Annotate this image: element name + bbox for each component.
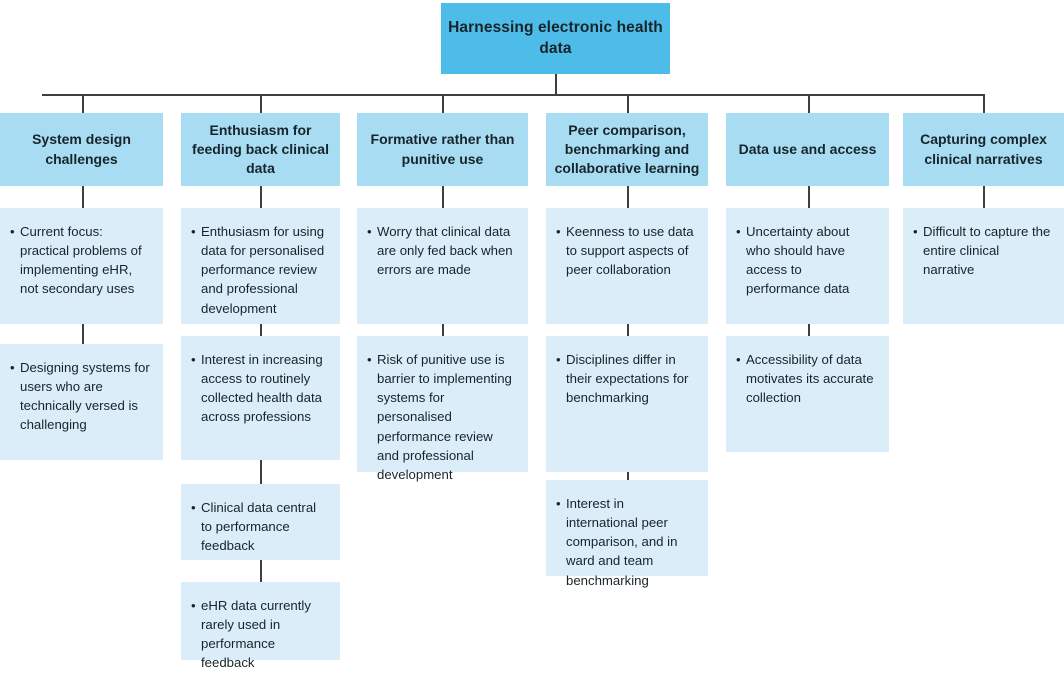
bullet-point-icon: • [10, 360, 15, 375]
connector-column-2-segment-2 [260, 324, 262, 336]
bullet-point-icon: • [736, 352, 741, 367]
bullet-text: Accessibility of data motivates its accu… [746, 352, 874, 406]
item-box: • Accessibility of data motivates its acc… [726, 336, 889, 452]
bullet-row: • Difficult to capture the entire clinica… [913, 222, 1052, 279]
bullet-point-icon: • [913, 224, 918, 239]
bullet-text: Designing systems for users who are tech… [20, 360, 150, 433]
item-box: • Worry that clinical data are only fed b… [357, 208, 528, 324]
connector-column-2-segment-3 [260, 460, 262, 484]
bullet-point-icon: • [10, 224, 15, 239]
connector-column-4-segment-3 [627, 472, 629, 480]
category-header-label: Capturing complex clinical narratives [920, 131, 1047, 167]
bullet-point-icon: • [736, 224, 741, 239]
connector-column-2-segment-1 [260, 186, 262, 208]
item-box: • Risk of punitive use is barrier to impl… [357, 336, 528, 482]
bullet-text: Keenness to use data to support aspects … [566, 224, 694, 278]
connector-rail-to-category-6 [983, 94, 985, 113]
connector-column-1-segment-1 [82, 186, 84, 208]
bullet-point-icon: • [556, 496, 561, 511]
bullet-row: • Keenness to use data to support aspects… [556, 222, 696, 279]
bullet-text: Risk of punitive use is barrier to imple… [377, 352, 512, 482]
item-box: • Difficult to capture the entire clinica… [903, 208, 1064, 324]
connector-column-2-segment-4 [260, 560, 262, 582]
bullet-row: • Worry that clinical data are only fed b… [367, 222, 516, 279]
root-node-label: Harnessing electronic health data [448, 19, 663, 57]
category-header-5: Data use and access [726, 113, 889, 186]
bullet-point-icon: • [191, 352, 196, 367]
category-header-label: Enthusiasm for feeding back clinical dat… [192, 121, 329, 177]
connector-rail-to-category-5 [808, 94, 810, 113]
bullet-point-icon: • [556, 352, 561, 367]
bullet-text: Interest in increasing access to routine… [201, 352, 323, 425]
category-header-3: Formative rather than punitive use [357, 113, 528, 186]
bullet-text: Enthusiasm for using data for personalis… [201, 224, 325, 316]
item-box: • Designing systems for users who are tec… [0, 344, 163, 460]
item-box: • Uncertainty about who should have acces… [726, 208, 889, 324]
connector-column-3-segment-1 [442, 186, 444, 208]
item-box: • Interest in increasing access to routin… [181, 336, 340, 460]
item-box: • eHR data currently rarely used in perfo… [181, 582, 340, 670]
bullet-text: Worry that clinical data are only fed ba… [377, 224, 513, 278]
item-box: • Disciplines differ in their expectation… [546, 336, 708, 472]
item-box: • Current focus: practical problems of im… [0, 208, 163, 324]
bullet-text: Difficult to capture the entire clinical… [923, 224, 1051, 278]
bullet-point-icon: • [556, 224, 561, 239]
bullet-point-icon: • [367, 224, 372, 239]
bullet-point-icon: • [191, 598, 196, 613]
category-header-1: System design challenges [0, 113, 163, 186]
category-header-2: Enthusiasm for feeding back clinical dat… [181, 113, 340, 186]
root-node: Harnessing electronic health data [441, 3, 670, 74]
item-box: • Keenness to use data to support aspects… [546, 208, 708, 324]
category-header-label: Peer comparison, benchmarking and collab… [554, 121, 700, 177]
item-box: • Clinical data central to performance fe… [181, 484, 340, 560]
category-header-label: Data use and access [738, 140, 877, 157]
bullet-row: • Current focus: practical problems of im… [10, 222, 151, 299]
connector-column-4-segment-1 [627, 186, 629, 208]
connector-rail-to-category-2 [260, 94, 262, 113]
item-box: • Enthusiasm for using data for personali… [181, 208, 340, 324]
bullet-text: Uncertainty about who should have access… [746, 224, 850, 297]
bullet-text: Disciplines differ in their expectations… [566, 352, 689, 406]
bullet-point-icon: • [191, 500, 196, 515]
bullet-text: Interest in international peer compariso… [566, 496, 678, 588]
bullet-text: Current focus: practical problems of imp… [20, 224, 142, 297]
category-header-4: Peer comparison, benchmarking and collab… [546, 113, 708, 186]
item-box: • Interest in international peer comparis… [546, 480, 708, 588]
connector-column-6-segment-1 [983, 186, 985, 208]
bullet-point-icon: • [191, 224, 196, 239]
bullet-row: • Risk of punitive use is barrier to impl… [367, 350, 516, 484]
bullet-text: Clinical data central to performance fee… [201, 500, 317, 554]
connector-column-4-segment-2 [627, 324, 629, 336]
bullet-row: • eHR data currently rarely used in perfo… [191, 596, 328, 673]
connector-rail-to-category-3 [442, 94, 444, 113]
bullet-row: • Uncertainty about who should have acces… [736, 222, 877, 299]
connector-rail-to-category-1 [82, 94, 84, 113]
bullet-row: • Accessibility of data motivates its acc… [736, 350, 877, 407]
connector-root-trunk [555, 74, 557, 94]
connector-column-3-segment-2 [442, 324, 444, 336]
category-header-label: Formative rather than punitive use [370, 131, 515, 167]
connector-rail-to-category-4 [627, 94, 629, 113]
bullet-row: • Interest in international peer comparis… [556, 494, 696, 590]
bullet-row: • Designing systems for users who are tec… [10, 358, 151, 435]
bullet-row: • Disciplines differ in their expectation… [556, 350, 696, 407]
bullet-row: • Interest in increasing access to routin… [191, 350, 328, 427]
connector-column-5-segment-2 [808, 324, 810, 336]
category-header-label: System design challenges [32, 131, 131, 167]
bullet-text: eHR data currently rarely used in perfor… [201, 598, 311, 671]
bullet-row: • Enthusiasm for using data for personali… [191, 222, 328, 318]
bullet-point-icon: • [367, 352, 372, 367]
connector-column-5-segment-1 [808, 186, 810, 208]
connector-column-1-segment-2 [82, 324, 84, 344]
connector-horizontal-rail [42, 94, 983, 96]
category-header-6: Capturing complex clinical narratives [903, 113, 1064, 186]
bullet-row: • Clinical data central to performance fe… [191, 498, 328, 555]
